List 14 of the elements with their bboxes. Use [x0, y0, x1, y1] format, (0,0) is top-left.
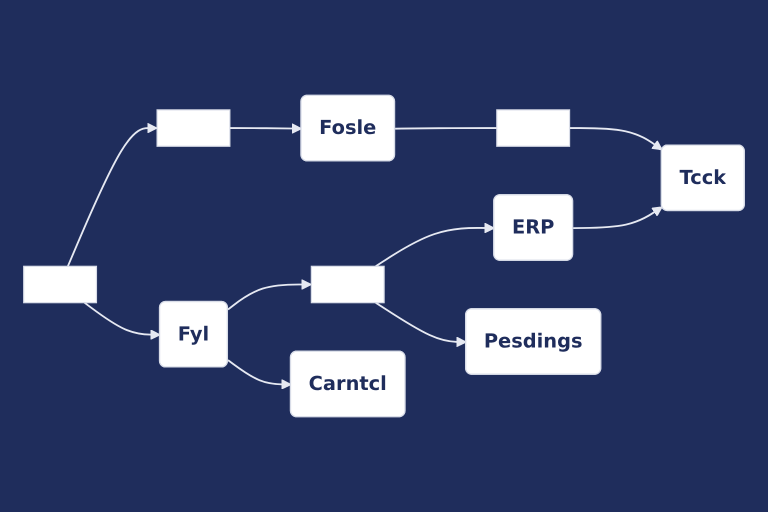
connector [395, 127, 497, 130]
arrow [227, 279, 312, 310]
arrow [573, 206, 663, 230]
arrow [227, 359, 292, 390]
arrow [570, 127, 663, 150]
node-box [156, 109, 230, 147]
node-box [23, 266, 98, 304]
arrow [230, 123, 302, 134]
node-box [496, 109, 570, 147]
node-box [310, 266, 385, 304]
arrow [375, 302, 467, 348]
arrow [67, 122, 158, 267]
arrow [375, 222, 495, 268]
arrow [84, 302, 161, 340]
